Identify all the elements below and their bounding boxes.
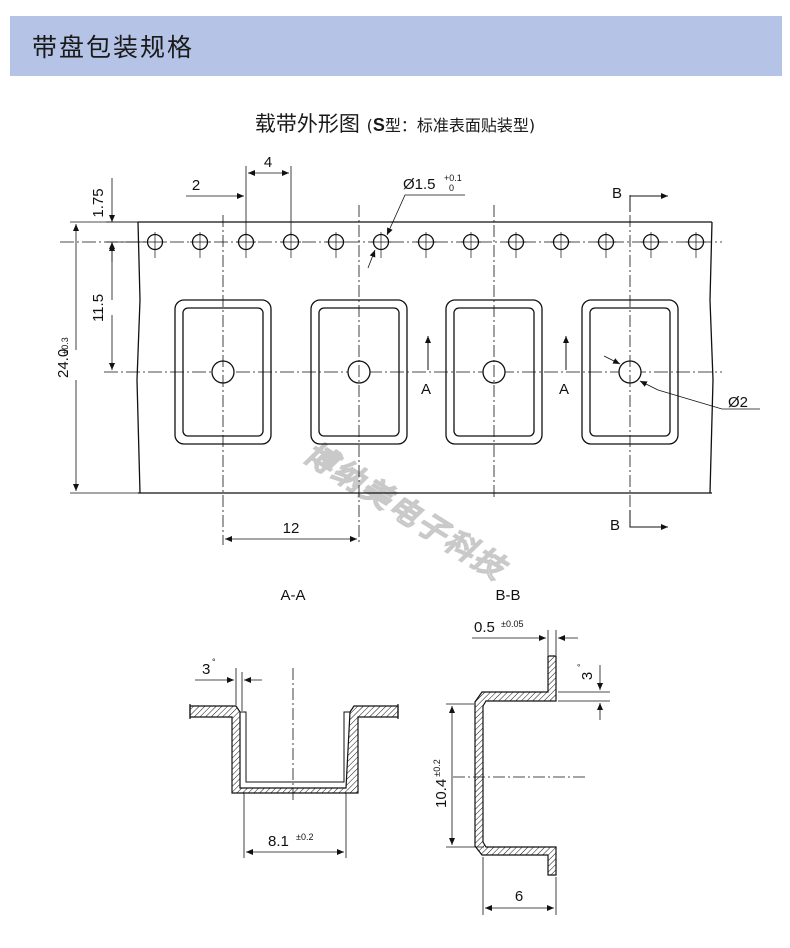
section-bb-depth-dim xyxy=(482,857,557,915)
sprocket-hole xyxy=(190,232,210,258)
section-b-bottom-label: B xyxy=(610,517,620,534)
dim-label-1-75: 1.75 xyxy=(90,188,107,217)
dim-label-12: 12 xyxy=(283,520,300,537)
section-bb-height-label: 10.4 xyxy=(433,779,450,808)
pockets xyxy=(174,299,679,445)
sprocket-hole xyxy=(686,232,706,258)
tape-outline xyxy=(136,221,714,494)
sprocket-hole xyxy=(461,232,481,258)
dim-2 xyxy=(186,185,247,235)
section-bb-degree: ° xyxy=(576,663,586,667)
section-bb-height-dim xyxy=(446,703,484,848)
dim-24 xyxy=(70,221,138,494)
diagram-title-bold: S xyxy=(372,115,385,135)
sprocket-holes xyxy=(145,232,706,258)
diagram-title-main: 载带外形图 xyxy=(254,112,360,136)
sprocket-hole xyxy=(236,232,256,258)
section-aa-angle-dim xyxy=(195,668,262,711)
dim-label-2: 2 xyxy=(192,177,200,194)
section-aa-label: A-A xyxy=(280,587,305,604)
section-bb-height-tol: ±0.2 xyxy=(432,759,442,776)
section-bb-label: B-B xyxy=(495,587,520,604)
section-bb-depth-label: 6 xyxy=(515,888,523,905)
section-b-top-label: B xyxy=(612,185,622,202)
section-b-markers xyxy=(629,193,668,530)
section-aa-profile xyxy=(189,704,399,794)
section-bb-angle-dim xyxy=(558,665,610,720)
sprocket-hole xyxy=(371,232,391,258)
dim-label-hole-tol-minus: 0 xyxy=(449,183,454,193)
section-bb-thickness-dim xyxy=(472,630,578,655)
dim-label-hole-tol-plus: +0.1 xyxy=(444,173,462,183)
dim-label-hole: Ø1.5 xyxy=(403,176,436,193)
sprocket-hole xyxy=(596,232,616,258)
dim-label-11-5: 11.5 xyxy=(90,294,107,322)
section-bb-thickness-label: 0.5 xyxy=(474,619,495,636)
diagram-title-rest: 型：标准表面贴装型) xyxy=(384,116,536,135)
section-bb-angle-label: 3 xyxy=(579,672,596,680)
pocket-vertical-centerlines xyxy=(222,195,631,545)
sprocket-hole xyxy=(551,232,571,258)
dim-label-24-tol: ±0.3 xyxy=(60,337,70,354)
sprocket-hole xyxy=(416,232,436,258)
sprocket-hole xyxy=(641,232,661,258)
section-a-left-label: A xyxy=(421,381,431,398)
diagram-title-paren: ( xyxy=(366,116,373,135)
dim-phi2-leader xyxy=(603,355,760,410)
dim-hole-leader xyxy=(367,194,465,269)
page-title: 带盘包装规格 xyxy=(32,33,195,62)
watermark: 博纳美电子科技 xyxy=(298,436,513,589)
section-a-right-label: A xyxy=(559,381,569,398)
sprocket-hole xyxy=(281,232,301,258)
sprocket-hole xyxy=(506,232,526,258)
section-bb-profile xyxy=(474,655,557,876)
section-a-markers xyxy=(425,336,569,370)
dim-label-phi2: Ø2 xyxy=(728,394,748,411)
sprocket-hole xyxy=(145,232,165,258)
section-aa-width-label: 8.1 xyxy=(268,833,289,850)
dim-4 xyxy=(245,166,292,235)
header-bar: 带盘包装规格 xyxy=(10,16,782,76)
diagram-title: 载带外形图 (S型：标准表面贴装型) xyxy=(0,108,790,138)
sprocket-hole xyxy=(326,232,346,258)
section-aa-width-tol: ±0.2 xyxy=(296,832,313,842)
section-aa-degree: ° xyxy=(212,657,216,667)
section-bb-thickness-tol: ±0.05 xyxy=(501,619,523,629)
section-aa-angle-label: 3 xyxy=(202,661,210,678)
section-aa-width-dim xyxy=(243,793,347,858)
dim-label-4: 4 xyxy=(264,154,272,171)
dim-label-24: 24.0 xyxy=(55,349,72,378)
